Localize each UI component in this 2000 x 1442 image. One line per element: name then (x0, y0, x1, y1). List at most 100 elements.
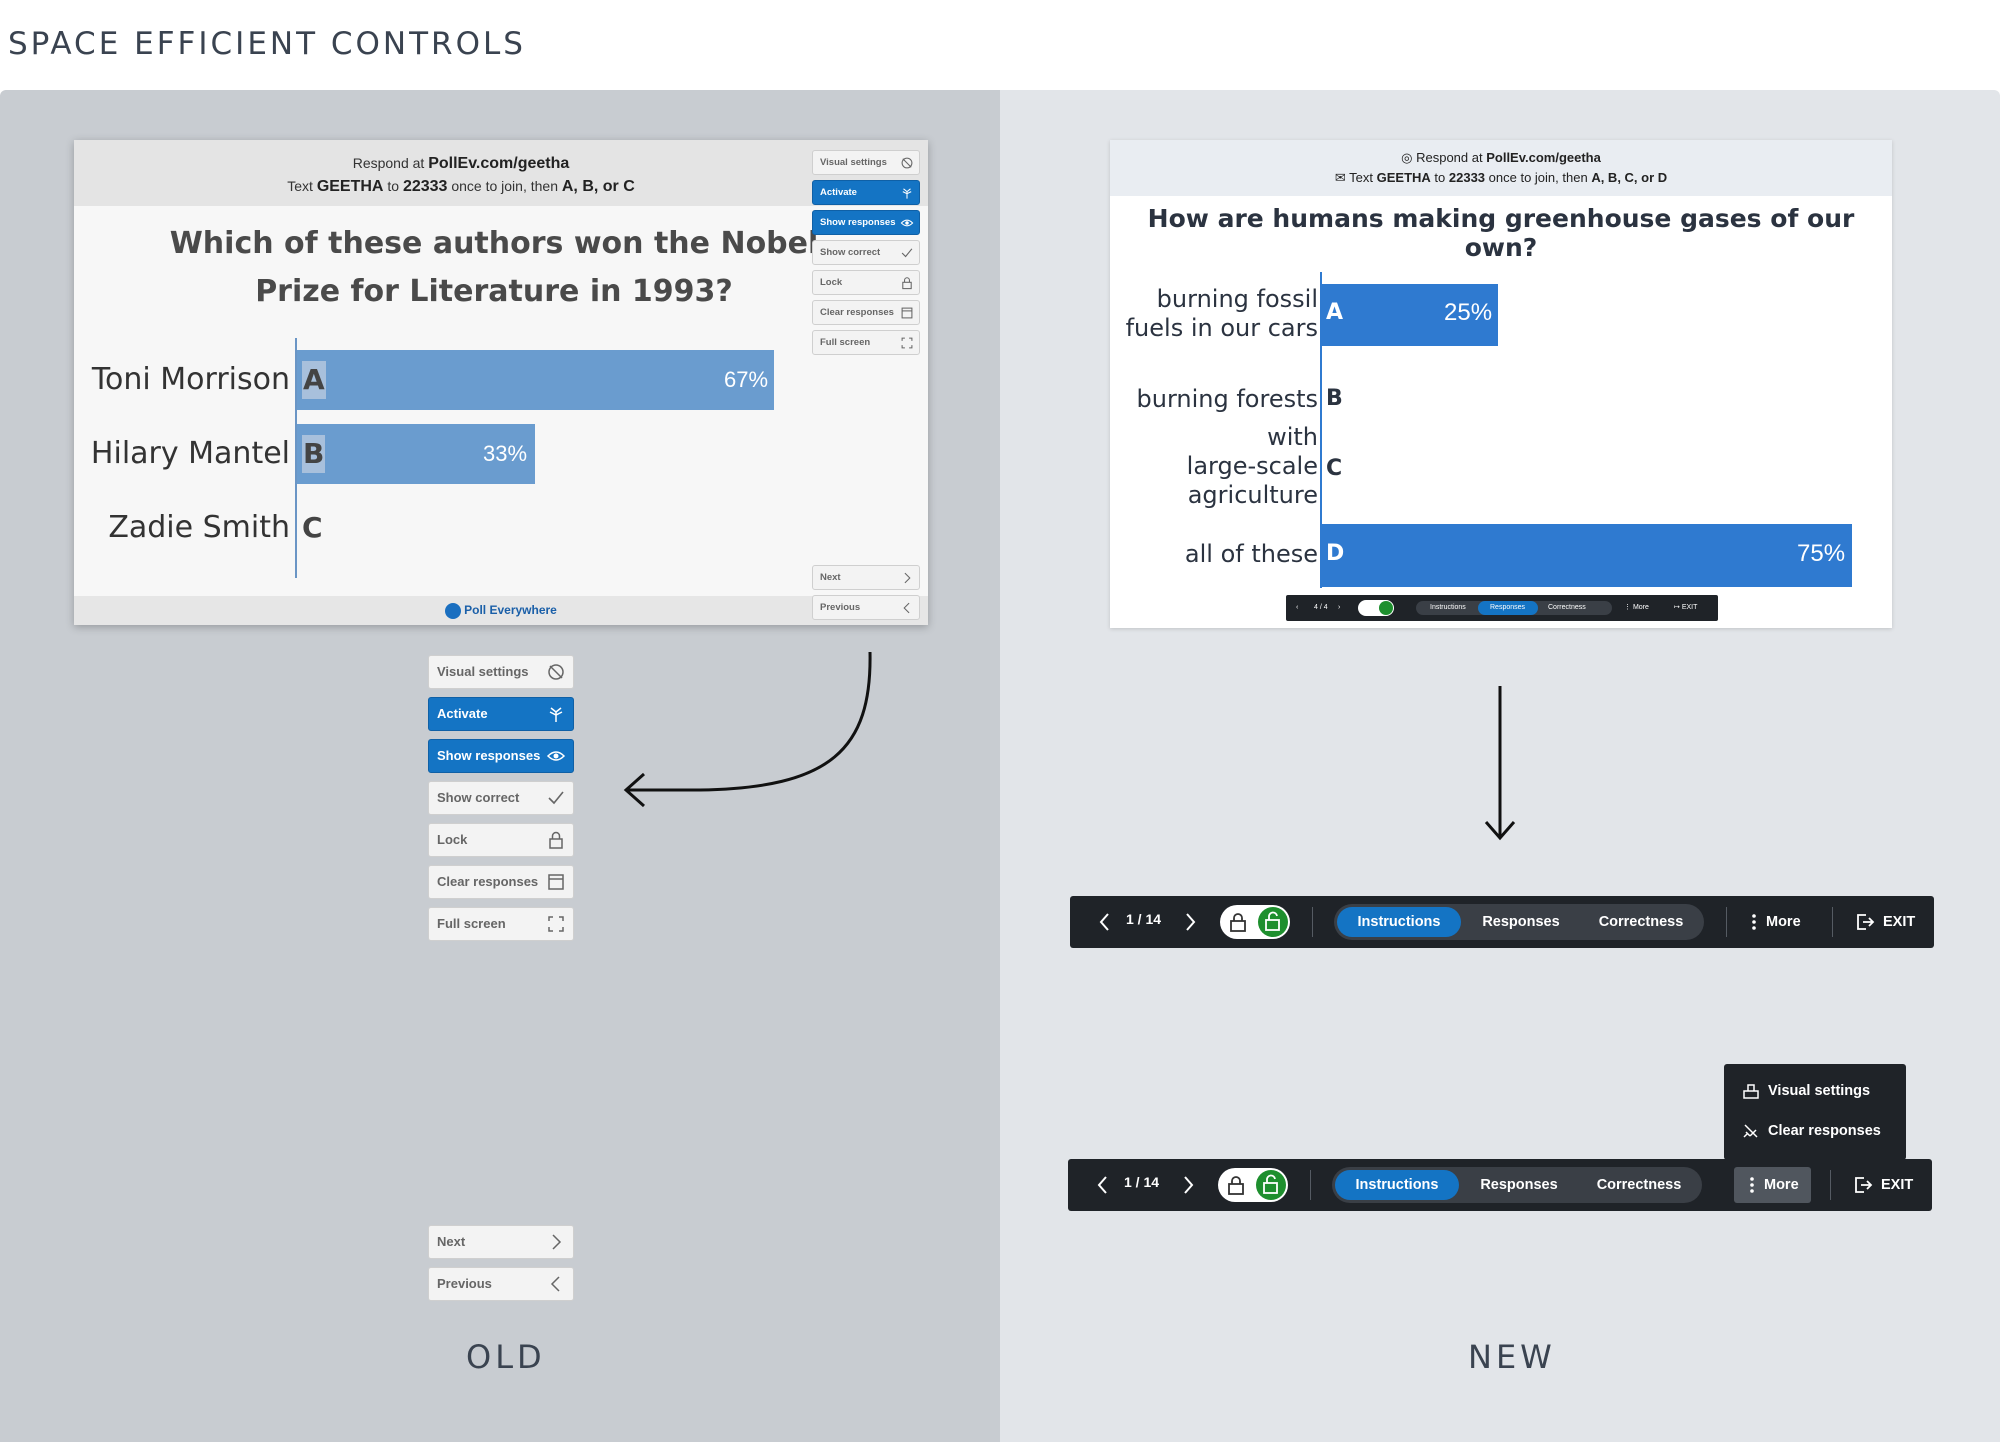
tab-instructions[interactable]: Instructions (1335, 1170, 1459, 1200)
mini-pager: 4 / 4 (1314, 604, 1328, 611)
broom-icon (1743, 1124, 1758, 1138)
broadcast-icon (902, 187, 912, 199)
old-question: Which of these authors won the Nobel Pri… (169, 226, 819, 309)
next-button[interactable]: Next (428, 1225, 574, 1259)
tab-correctness[interactable]: Correctness (1596, 1177, 1682, 1193)
text-suffix: once to join, then (1488, 170, 1588, 185)
button-label: More (1632, 604, 1649, 611)
label-line: burning forests (1136, 385, 1319, 413)
tab-instructions[interactable]: Instructions (1337, 907, 1461, 937)
new-row-letter: A (1326, 300, 1344, 325)
slide-pager: 1 / 14 (1126, 911, 1162, 927)
show-correct-button[interactable]: Show correct (428, 781, 574, 815)
chevron-left-icon (903, 602, 910, 613)
chevron-left-icon (550, 1276, 560, 1292)
chevron-right-icon[interactable]: › (1338, 604, 1341, 611)
previous-button-mini[interactable]: Previous (812, 595, 920, 620)
full-screen-button[interactable]: Full screen (428, 907, 574, 941)
unlock-icon (1256, 1170, 1286, 1200)
text-to: to (1434, 170, 1446, 185)
button-label: Lock (820, 277, 843, 288)
button-label: Visual settings (820, 157, 887, 168)
chevron-right-icon (552, 1234, 562, 1250)
button-label: EXIT (1881, 1177, 1914, 1193)
new-row-pct: 25% (1444, 299, 1493, 326)
button-label: Show responses (820, 217, 896, 228)
full-screen-button-mini[interactable]: Full screen (812, 330, 920, 355)
exit-button[interactable]: EXIT (1855, 904, 1915, 940)
activate-button[interactable]: Activate (428, 697, 574, 731)
new-row-d: all of these D 75% (1110, 524, 1892, 588)
old-row-pct: 33% (483, 441, 528, 466)
chevron-left-icon[interactable] (1097, 912, 1113, 932)
down-arrow-icon (1484, 686, 1516, 841)
more-button[interactable]: More (1734, 1167, 1811, 1203)
menu-item-clear-responses[interactable]: Clear responses (1742, 1120, 1881, 1142)
mini-tab-correctness[interactable]: Correctness (1548, 604, 1586, 611)
text-prefix: Text (1349, 170, 1373, 185)
exit-icon (1855, 1177, 1873, 1193)
chevron-left-icon[interactable] (1095, 1175, 1111, 1195)
activate-button-mini[interactable]: Activate (812, 180, 920, 205)
mini-tab-instructions[interactable]: Instructions (1430, 604, 1466, 611)
menu-item-visual-settings[interactable]: Visual settings (1742, 1080, 1870, 1102)
visual-settings-button[interactable]: Visual settings (428, 655, 574, 689)
new-row-letter: D (1326, 541, 1345, 566)
mini-segment-active (1478, 601, 1538, 615)
lock-button-mini[interactable]: Lock (812, 270, 920, 295)
new-row-b: burning forests B (1110, 380, 1892, 420)
tab-responses[interactable]: Responses (1482, 914, 1560, 930)
mini-lock-toggle[interactable] (1358, 600, 1394, 616)
chevron-left-icon[interactable]: ‹ (1296, 604, 1299, 611)
old-chart-axis (295, 338, 297, 578)
more-button[interactable]: More (1736, 904, 1813, 940)
exit-button[interactable]: EXIT (1853, 1167, 1913, 1203)
chevron-right-icon[interactable] (1182, 912, 1198, 932)
previous-button[interactable]: Previous (428, 1267, 574, 1301)
show-responses-button[interactable]: Show responses (428, 739, 574, 773)
clear-responses-button[interactable]: Clear responses (428, 865, 574, 899)
lock-icon (1228, 1176, 1244, 1195)
mini-toolbar: ‹ 4 / 4 › Instructions Responses Correct… (1286, 595, 1718, 621)
lock-button[interactable]: Lock (428, 823, 574, 857)
button-label: Full screen (437, 916, 506, 931)
button-label: Lock (437, 832, 468, 847)
new-chart-axis (1320, 272, 1322, 588)
poll-everywhere-icon (445, 602, 462, 619)
text-options: A, B, or C (561, 178, 635, 195)
menu-item-label: Clear responses (1768, 1123, 1881, 1139)
visual-settings-button-mini[interactable]: Visual settings (812, 150, 920, 175)
chevron-right-icon (904, 572, 911, 583)
mini-more-button[interactable]: ⋮ More (1624, 604, 1649, 611)
chevron-right-icon[interactable] (1180, 1175, 1196, 1195)
show-responses-button-mini[interactable]: Show responses (812, 210, 920, 235)
show-correct-button-mini[interactable]: Show correct (812, 240, 920, 265)
lock-icon (1230, 913, 1246, 932)
tab-responses[interactable]: Responses (1480, 1177, 1558, 1193)
old-bar-a (297, 350, 774, 410)
old-row-a: Toni Morrison A 67% (74, 350, 928, 410)
clear-responses-button-mini[interactable]: Clear responses (812, 300, 920, 325)
lock-toggle[interactable] (1218, 1168, 1288, 1202)
button-label: Clear responses (437, 874, 539, 889)
new-label: NEW (1468, 1338, 1556, 1376)
mini-exit-button[interactable]: ↦ EXIT (1674, 604, 1698, 611)
next-button-mini[interactable]: Next (812, 565, 920, 590)
button-label: Show correct (820, 247, 881, 258)
mini-tab-responses[interactable]: Responses (1490, 604, 1526, 611)
respond-url: PollEv.com/geetha (428, 155, 570, 172)
button-label: Next (820, 572, 841, 583)
lock-toggle[interactable] (1220, 905, 1290, 939)
new-bar-a (1322, 284, 1498, 346)
old-slide: Respond at PollEv.com/geetha Text GEETHA… (74, 140, 928, 625)
old-row-b: Hilary Mantel B 33% (74, 424, 928, 484)
tab-correctness[interactable]: Correctness (1598, 914, 1684, 930)
lock-icon (549, 831, 563, 849)
button-label: Activate (437, 706, 488, 721)
eye-icon (546, 751, 566, 761)
label-line: with (1267, 423, 1318, 451)
respond-prefix: Respond at (1416, 150, 1483, 165)
text-number: 22333 (402, 178, 448, 195)
